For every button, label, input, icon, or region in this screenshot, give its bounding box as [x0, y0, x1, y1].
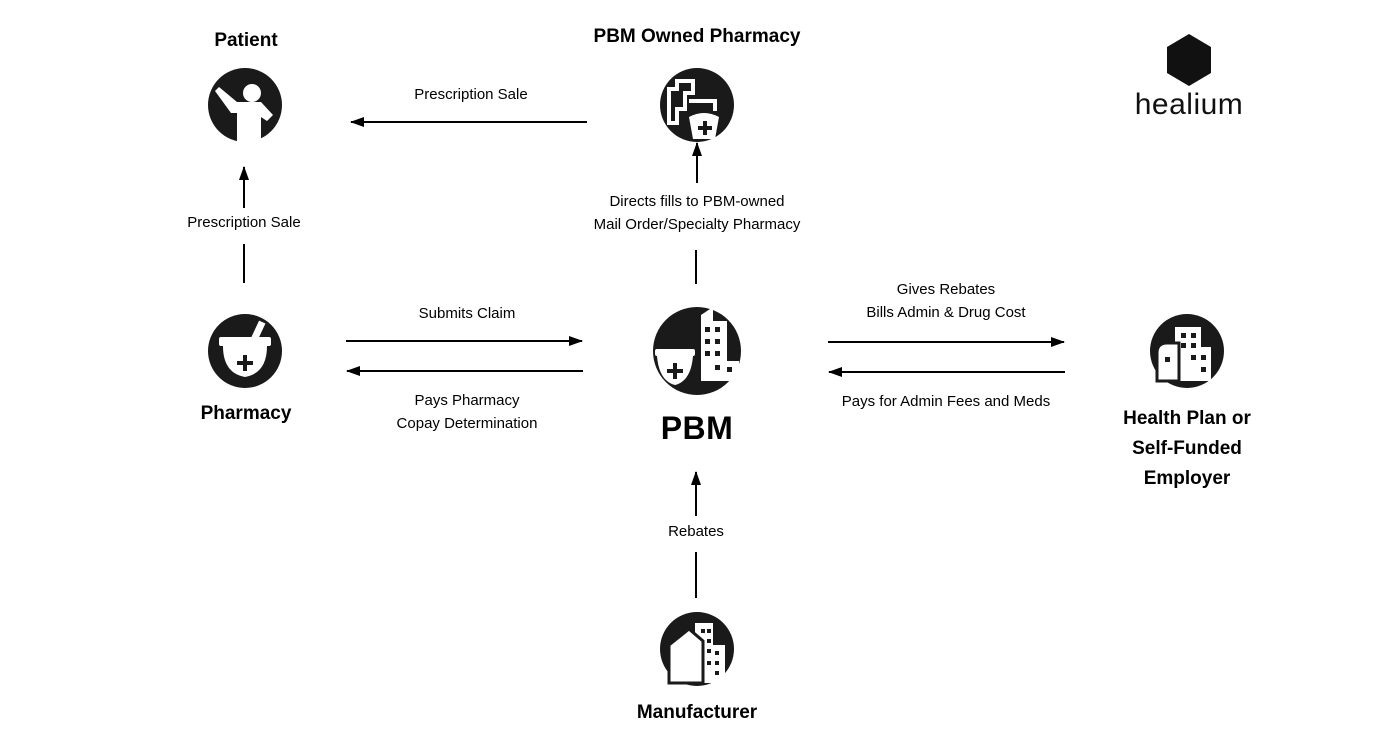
buildings-icon	[1150, 314, 1224, 388]
node-title-health-plan-line-3: Employer	[1143, 468, 1231, 489]
edge-label-health-plan-to-pbm: Pays for Admin Fees and Meds	[841, 393, 1051, 410]
edge-label-pbm-to-pharmacy-line-2: Copay Determination	[396, 415, 538, 432]
mortar-building-icon	[653, 307, 741, 395]
edge-label-pbm-to-pharmacy: Pays Pharmacy Copay Determination	[397, 389, 538, 435]
edge-label-pbm-to-health-plan-line-2: Bills Admin & Drug Cost	[866, 304, 1026, 321]
edge-label-pbm-pharmacy-to-patient: Prescription Sale	[414, 86, 528, 103]
edge-label-pbm-to-pbm-pharmacy-line-1: Directs fills to PBM-owned	[609, 193, 785, 210]
hexagon-icon	[1167, 34, 1211, 86]
node-title-pbm: PBM	[660, 410, 734, 446]
edge-label-pbm-to-health-plan: Gives Rebates Bills Admin & Drug Cost	[866, 278, 1025, 324]
mortar-pestle-icon	[208, 314, 282, 388]
node-title-pharmacy: Pharmacy	[200, 403, 292, 424]
edge-label-pbm-to-pbm-pharmacy: Directs fills to PBM-owned Mail Order/Sp…	[594, 190, 801, 236]
node-title-health-plan: Health Plan or Self-Funded Employer	[1123, 404, 1251, 494]
edge-label-pharmacy-to-pbm: Submits Claim	[418, 305, 516, 322]
pharmacy-building-icon	[660, 68, 734, 142]
node-title-patient: Patient	[214, 30, 278, 51]
edge-label-pbm-to-pharmacy-line-1: Pays Pharmacy	[414, 392, 520, 409]
logo-text: healium	[1134, 88, 1244, 121]
node-title-health-plan-line-2: Self-Funded	[1132, 438, 1242, 459]
factory-building-icon	[660, 612, 734, 686]
node-title-manufacturer: Manufacturer	[636, 702, 758, 723]
edge-label-pharmacy-to-patient: Prescription Sale	[187, 214, 301, 231]
edge-label-manufacturer-to-pbm: Rebates	[668, 523, 724, 540]
person-waving-icon	[208, 68, 282, 142]
edge-label-pbm-to-pbm-pharmacy-line-2: Mail Order/Specialty Pharmacy	[593, 216, 801, 233]
node-title-pbm-owned-pharmacy: PBM Owned Pharmacy	[593, 26, 801, 47]
edge-label-pbm-to-health-plan-line-1: Gives Rebates	[896, 281, 996, 298]
node-title-health-plan-line-1: Health Plan or	[1123, 408, 1251, 429]
